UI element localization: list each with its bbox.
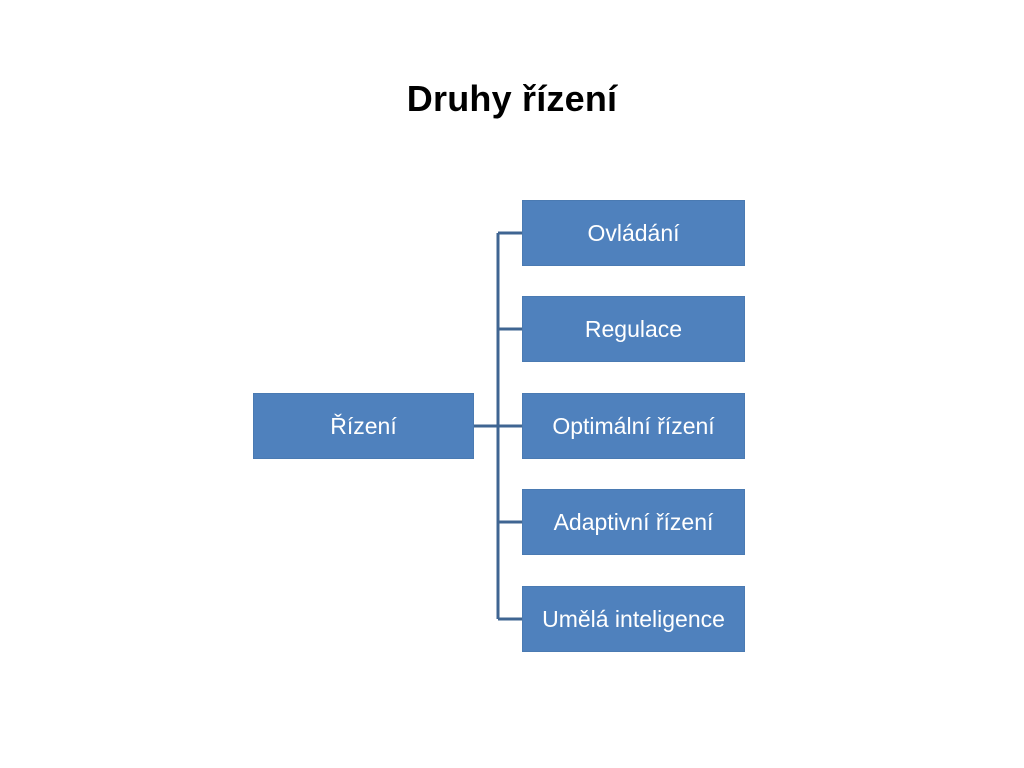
child-node-label: Adaptivní řízení — [553, 508, 714, 535]
child-node-label: Optimální řízení — [552, 412, 715, 439]
root-node: Řízení — [253, 393, 474, 459]
child-node-optimalni-rizeni: Optimální řízení — [522, 393, 745, 459]
child-node-label: Ovládání — [587, 219, 680, 246]
child-node-umela-inteligence: Umělá inteligence — [522, 586, 745, 652]
child-node-ovladani: Ovládání — [522, 200, 745, 266]
child-node-label: Umělá inteligence — [542, 605, 725, 632]
root-node-label: Řízení — [330, 412, 397, 439]
child-node-regulace: Regulace — [522, 296, 745, 362]
child-node-adaptivni-rizeni: Adaptivní řízení — [522, 489, 745, 555]
child-node-label: Regulace — [584, 315, 683, 342]
slide-title: Druhy řízení — [406, 78, 618, 119]
